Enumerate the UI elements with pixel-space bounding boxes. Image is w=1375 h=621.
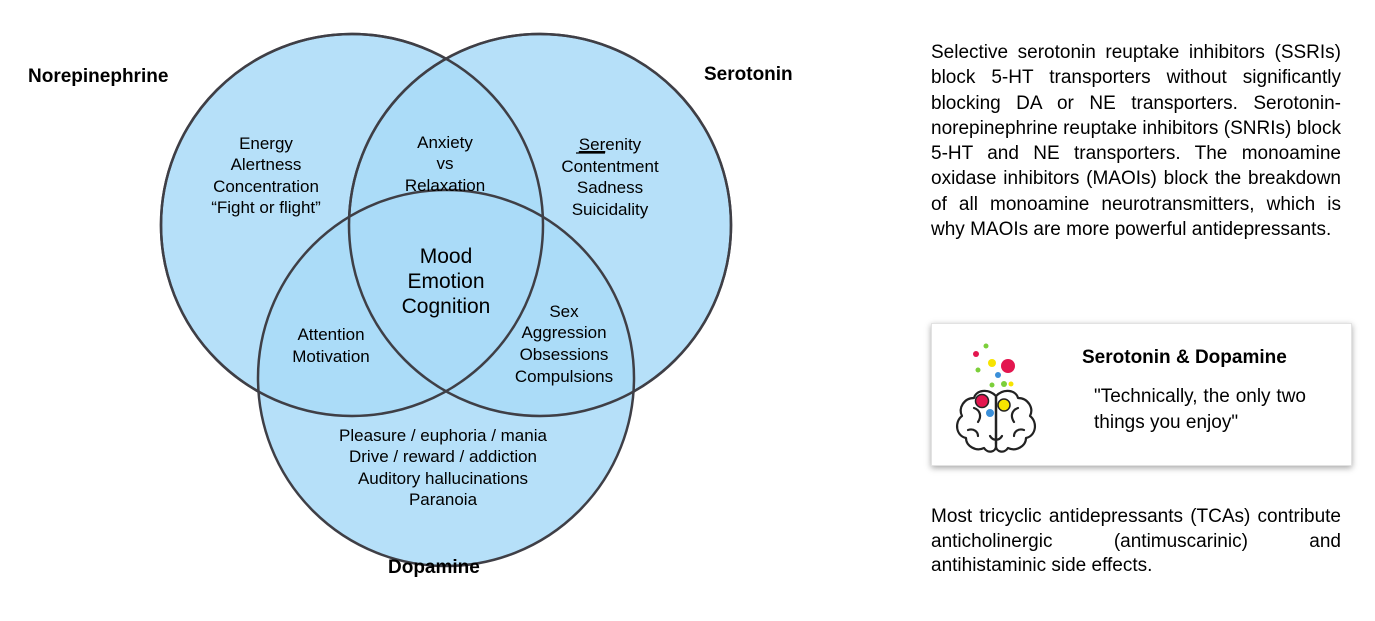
serenity-rest: enity (605, 135, 641, 154)
region-line: Obsessions (520, 345, 609, 364)
region-line: “Fight or flight” (211, 198, 321, 217)
all-three-region: Mood Emotion Cognition (402, 245, 491, 318)
tca-paragraph: Most tricyclic antidepressants (TCAs) co… (931, 506, 1341, 576)
region-line: Concentration (213, 177, 319, 196)
serotonin-only-region: Serenity Contentment Sadness Suicidality (561, 135, 659, 219)
region-line: Suicidality (572, 200, 649, 219)
venn-diagram: Norepinephrine Serotonin Dopamine Energy… (28, 32, 793, 578)
region-line: Cognition (402, 295, 491, 318)
region-line: Attention (297, 325, 364, 344)
region-line: Sex (549, 302, 579, 321)
norepinephrine-serotonin-region: Anxiety vs Relaxation (405, 133, 485, 195)
region-line: Pleasure / euphoria / mania (339, 426, 547, 445)
region-line: vs (437, 154, 454, 173)
reuptake-paragraph: Selective serotonin reuptake inhibitors … (931, 42, 1341, 241)
region-line: Emotion (407, 270, 484, 293)
region-line: Relaxation (405, 176, 485, 195)
serotonin-label: Serotonin (704, 64, 793, 85)
region-line: Contentment (561, 157, 659, 176)
dopamine-circle (256, 188, 636, 568)
region-line: Motivation (292, 347, 369, 366)
brain-with-bubbles-icon (956, 343, 1036, 453)
region-line: Paranoia (409, 490, 478, 509)
card-quote: "Technically, the only two things you en… (1094, 386, 1306, 433)
region-line: Aggression (521, 323, 606, 342)
card-title: Serotonin & Dopamine (1082, 347, 1287, 368)
region-line: Mood (420, 245, 473, 268)
dopamine-label: Dopamine (388, 557, 480, 578)
region-line: Anxiety (417, 133, 473, 152)
region-line: Energy (239, 134, 293, 153)
region-line: Compulsions (515, 367, 613, 386)
region-line: Auditory hallucinations (358, 469, 528, 488)
serenity-underlined: Ser (579, 135, 606, 154)
norepinephrine-only-region: Energy Alertness Concentration “Fight or… (211, 134, 321, 217)
serenity-line: Serenity (579, 135, 642, 154)
region-line: Alertness (231, 155, 302, 174)
dopamine-only-region: Pleasure / euphoria / mania Drive / rewa… (339, 426, 547, 509)
norepinephrine-label: Norepinephrine (28, 66, 168, 87)
region-line: Sadness (577, 178, 643, 197)
region-line: Drive / reward / addiction (349, 447, 537, 466)
venn-circles (159, 32, 733, 568)
quote-card: Serotonin & Dopamine "Technically, the o… (931, 323, 1352, 466)
serotonin-dopamine-region: Sex Aggression Obsessions Compulsions (515, 302, 613, 386)
norepinephrine-dopamine-region: Attention Motivation (292, 325, 369, 366)
